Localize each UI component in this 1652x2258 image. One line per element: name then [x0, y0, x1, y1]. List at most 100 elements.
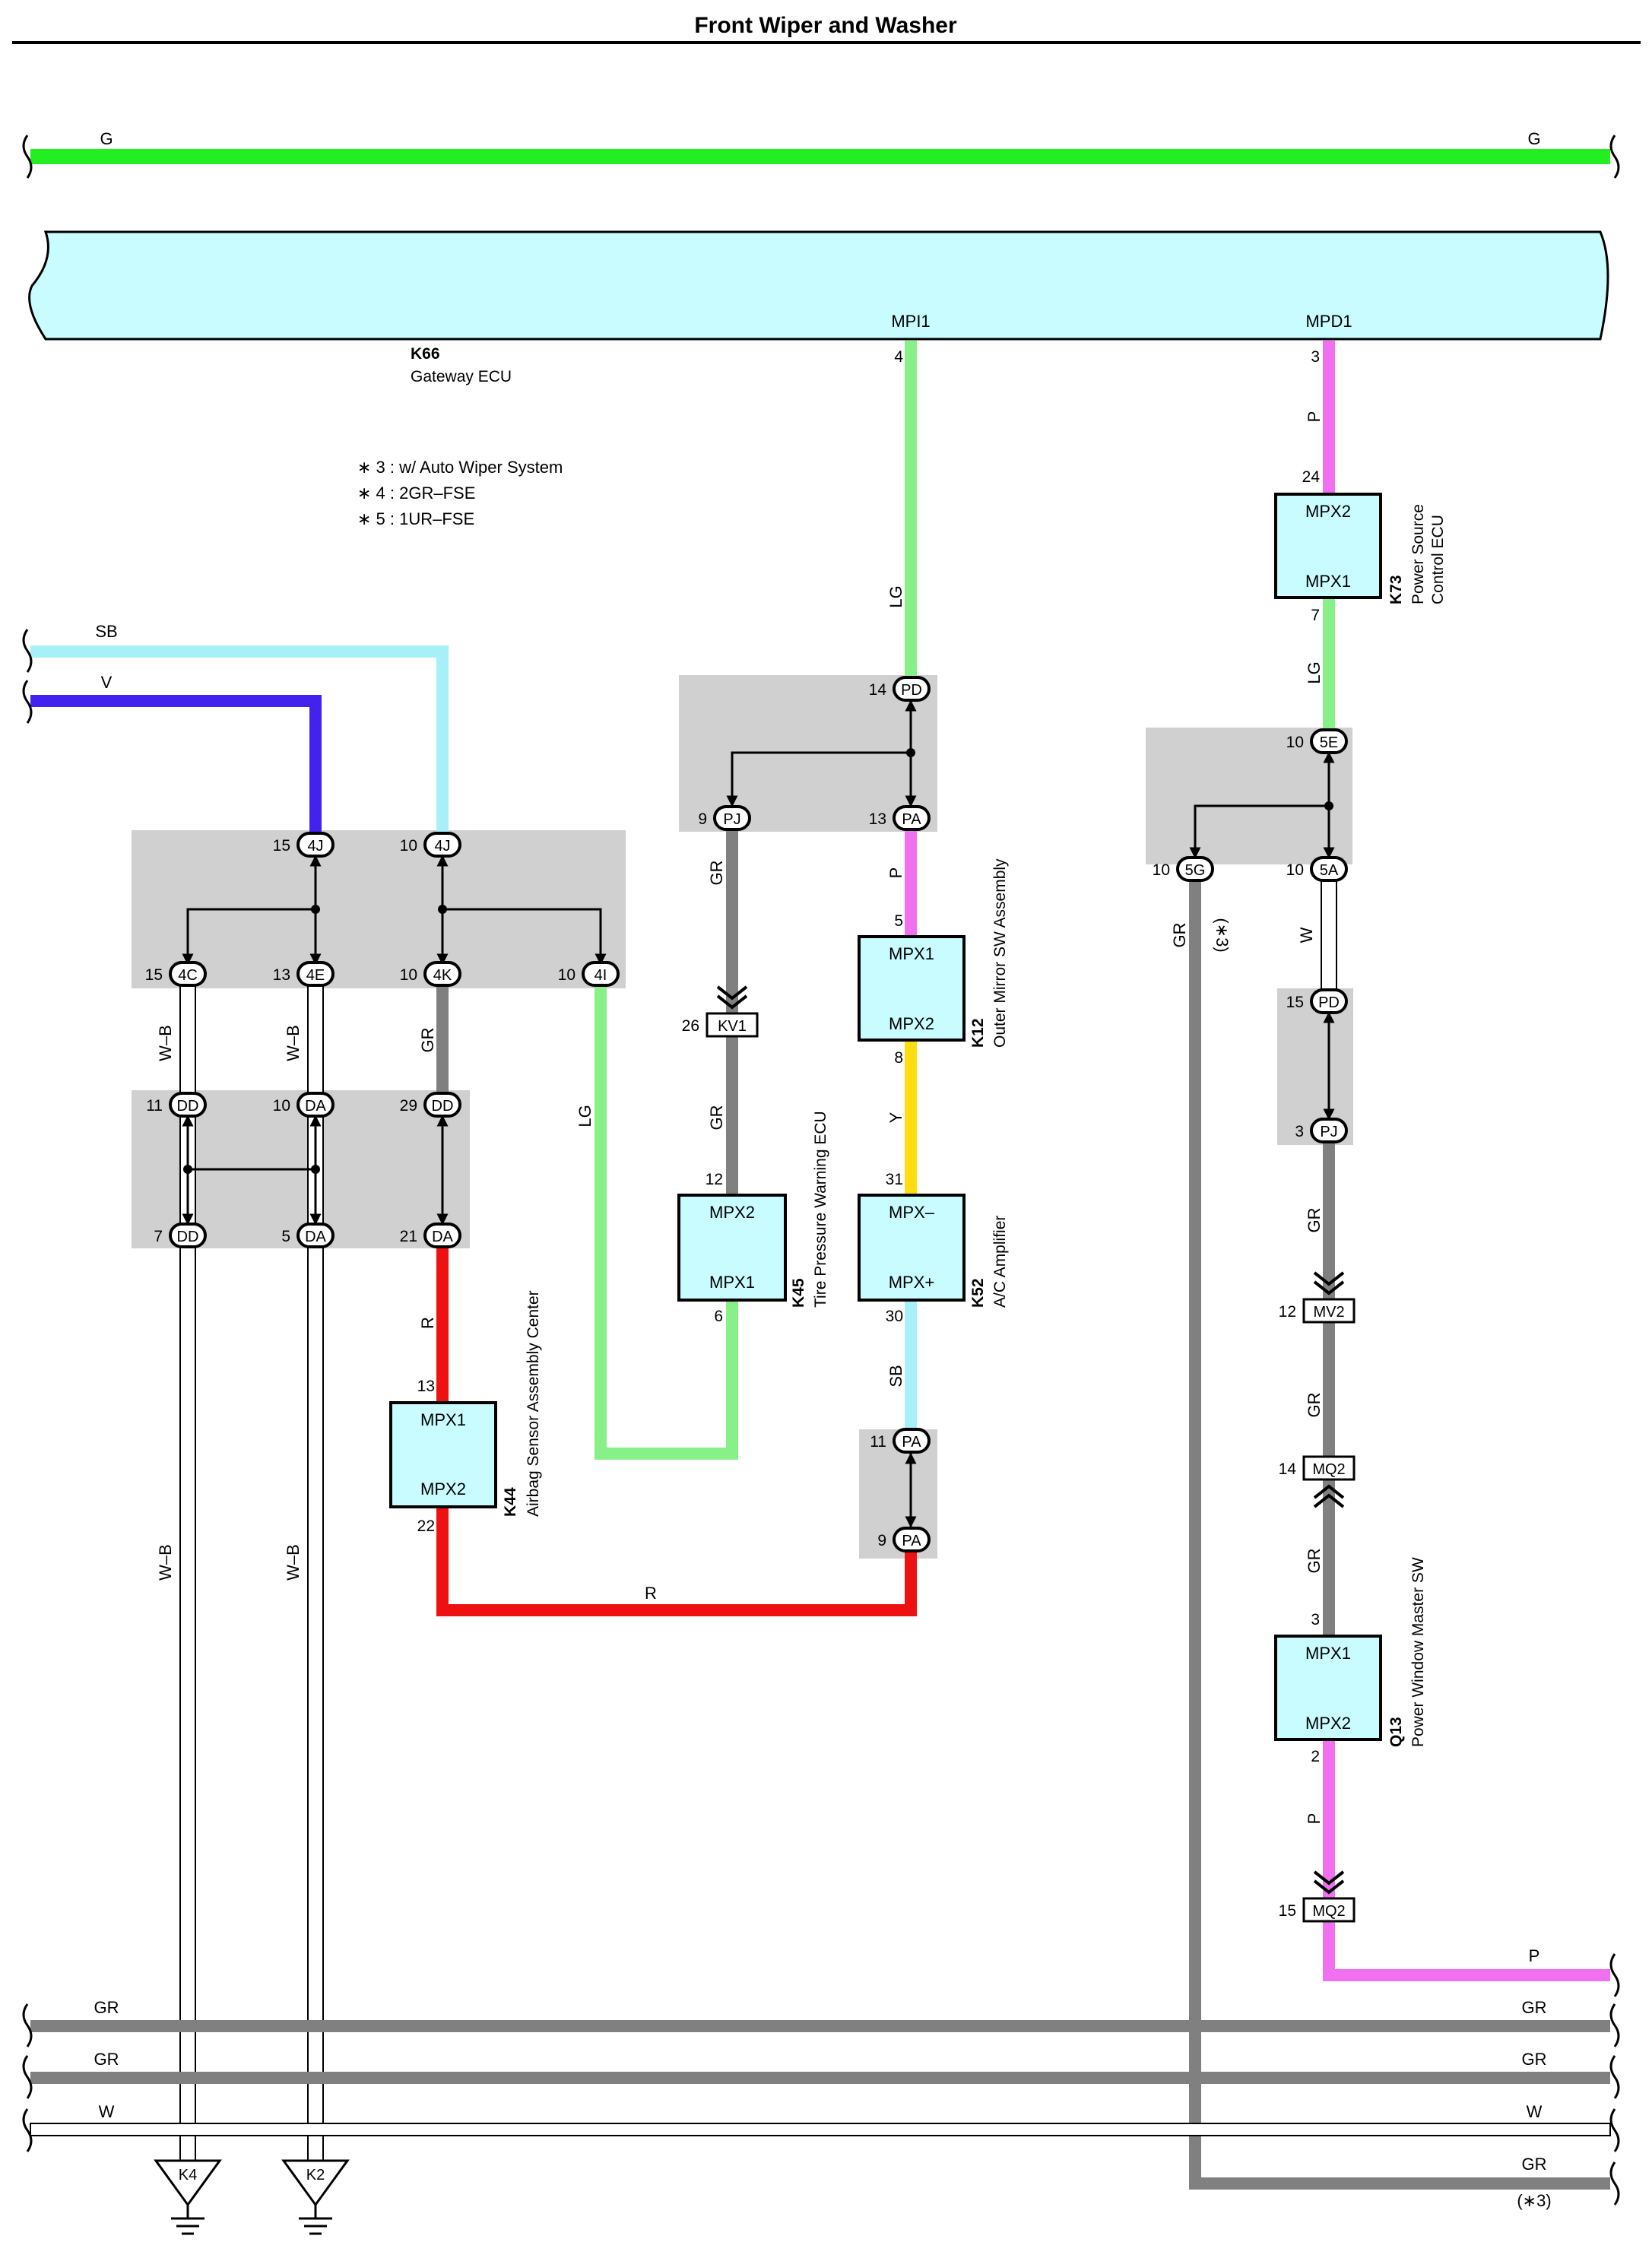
- v-wire-label: V: [101, 673, 113, 692]
- pin-pd-14: 14: [869, 681, 887, 699]
- conn-5g-label: 5G: [1185, 862, 1206, 879]
- conn-4i: 4I: [582, 961, 620, 987]
- k12-code: K12: [969, 1018, 987, 1048]
- k73-top: MPX2: [1305, 502, 1351, 521]
- g-bus-label-right: G: [1527, 129, 1540, 148]
- conn-da-5-label: DA: [305, 1229, 326, 1245]
- ecu-k52: MPX– MPX+ K52 A/C Amplifier: [858, 1194, 1009, 1308]
- conn-da-21-label: DA: [432, 1229, 453, 1245]
- k45-code: K45: [790, 1278, 807, 1308]
- w-label-5a: W: [1297, 927, 1316, 943]
- star3-label-5g: (∗3): [1213, 918, 1232, 952]
- k52-bottom: MPX+: [889, 1273, 935, 1292]
- conn-dd-7: DD: [169, 1223, 207, 1248]
- w-wire-5a-pd: [1321, 880, 1337, 991]
- pin-5a-10: 10: [1286, 861, 1304, 879]
- conn-pa-top: PA: [893, 805, 931, 831]
- pin-q13-3: 3: [1311, 1611, 1320, 1628]
- k45-name: Tire Pressure Warning ECU: [812, 1111, 829, 1308]
- p-wire-q13-bus: [1323, 1739, 1610, 1981]
- conn-pj-right-label: PJ: [1320, 1124, 1337, 1140]
- conn-4k-label: 4K: [433, 967, 452, 984]
- p-label-bus: P: [1529, 1946, 1540, 1965]
- conn-dd-11: DD: [169, 1092, 207, 1118]
- junction-pd-lines: [726, 699, 917, 807]
- pin-5g-10: 10: [1153, 861, 1170, 879]
- conn-dd-7-label: DD: [177, 1229, 199, 1245]
- conn-pj-right: PJ: [1310, 1118, 1348, 1143]
- pin-mv2-12: 12: [1279, 1303, 1296, 1321]
- pin-k12-5: 5: [894, 912, 903, 930]
- gateway-mpi1-label: MPI1: [891, 312, 930, 331]
- ecu-q13: MPX1 MPX2 Q13 Power Window Master SW: [1274, 1557, 1427, 1747]
- ground-k4-label: K4: [179, 2167, 197, 2183]
- conn-mq2-15: MQ2: [1302, 1870, 1356, 1923]
- bus-gr1-right: GR: [1522, 1998, 1547, 2017]
- conn-5a-label: 5A: [1320, 862, 1339, 879]
- pin-pa-9: 9: [877, 1532, 886, 1549]
- pin-dd-11: 11: [146, 1097, 163, 1115]
- conn-mq2-14: MQ2: [1302, 1455, 1356, 1508]
- sb-wire-label: SB: [95, 622, 117, 641]
- junction-dd-lines: [182, 1115, 449, 1226]
- conn-dd-11-label: DD: [177, 1098, 199, 1115]
- conn-4k: 4K: [423, 961, 461, 987]
- gateway-code: K66: [411, 345, 440, 363]
- wb-label-4: W–B: [284, 1544, 303, 1581]
- v-wire: V: [22, 673, 322, 842]
- gr-label-4k: GR: [418, 1028, 437, 1053]
- pin-4j-10: 10: [400, 837, 417, 855]
- pin-4k-10: 10: [400, 966, 417, 984]
- k73-code: K73: [1387, 575, 1405, 604]
- gr-wire-5g: [1189, 880, 1610, 2190]
- lg-label-k73: LG: [1305, 661, 1324, 683]
- pin-4i-10: 10: [558, 966, 576, 984]
- y-label: Y: [886, 1112, 905, 1123]
- conn-pa-11: PA: [893, 1428, 931, 1454]
- conn-4c: 4C: [169, 961, 207, 987]
- k44-name: Airbag Sensor Assembly Center: [525, 1290, 542, 1517]
- pin-kv1-26: 26: [682, 1017, 699, 1035]
- pin-da-21: 21: [400, 1228, 417, 1245]
- pin-mpi1-4: 4: [894, 348, 903, 366]
- conn-pd-top-label: PD: [901, 682, 922, 699]
- conn-5a: 5A: [1310, 856, 1348, 882]
- conn-5g: 5G: [1176, 856, 1214, 882]
- pin-mq2-14: 14: [1279, 1460, 1297, 1478]
- p-label-pa: P: [886, 867, 905, 879]
- pin-k44-22: 22: [417, 1517, 435, 1535]
- conn-pd-top: PD: [893, 676, 931, 702]
- k52-code: K52: [969, 1278, 987, 1308]
- pin-pa-11: 11: [870, 1433, 886, 1451]
- conn-4j-10: 4J: [423, 832, 461, 858]
- k12-top: MPX1: [889, 944, 934, 963]
- r-label-2: R: [645, 1584, 657, 1603]
- wb-label-1: W–B: [156, 1025, 175, 1061]
- bottom-buses: GR GR W GR GR W GR (∗3): [22, 1953, 1620, 2210]
- conn-pd-right-label: PD: [1318, 994, 1340, 1011]
- pin-dd-7: 7: [154, 1228, 163, 1245]
- bus-w-right: W: [1527, 2102, 1543, 2121]
- gr-label-r2: GR: [1305, 1393, 1324, 1418]
- ground-k2: K2: [281, 2159, 350, 2235]
- conn-pd-right: PD: [1310, 988, 1348, 1014]
- bus-gr1-left: GR: [94, 1998, 119, 2017]
- q13-code: Q13: [1387, 1717, 1405, 1747]
- pin-k73-24: 24: [1302, 468, 1321, 486]
- conn-kv1-label: KV1: [718, 1018, 747, 1035]
- sb-label-k52: SB: [886, 1365, 905, 1387]
- k73-name-2: Control ECU: [1429, 515, 1447, 604]
- note-5: ∗ 5 : 1UR–FSE: [357, 509, 474, 528]
- k73-bottom: MPX1: [1305, 572, 1351, 591]
- conn-da-10-label: DA: [305, 1098, 326, 1115]
- gateway-ecu: MPI1 MPD1 K66 Gateway ECU: [28, 230, 1609, 385]
- conn-4e-label: 4E: [306, 967, 325, 984]
- ecu-k45: MPX2 MPX1 K45 Tire Pressure Warning ECU: [677, 1111, 829, 1308]
- gr-label-pj-2: GR: [707, 1105, 726, 1131]
- pin-5e-10: 10: [1286, 734, 1304, 751]
- r-wire-k44-pa: [436, 1507, 917, 1616]
- pin-k73-7: 7: [1311, 607, 1320, 624]
- g-bus: G G: [22, 129, 1620, 179]
- conn-pa-9-label: PA: [902, 1533, 921, 1549]
- pin-k45-12: 12: [706, 1171, 723, 1188]
